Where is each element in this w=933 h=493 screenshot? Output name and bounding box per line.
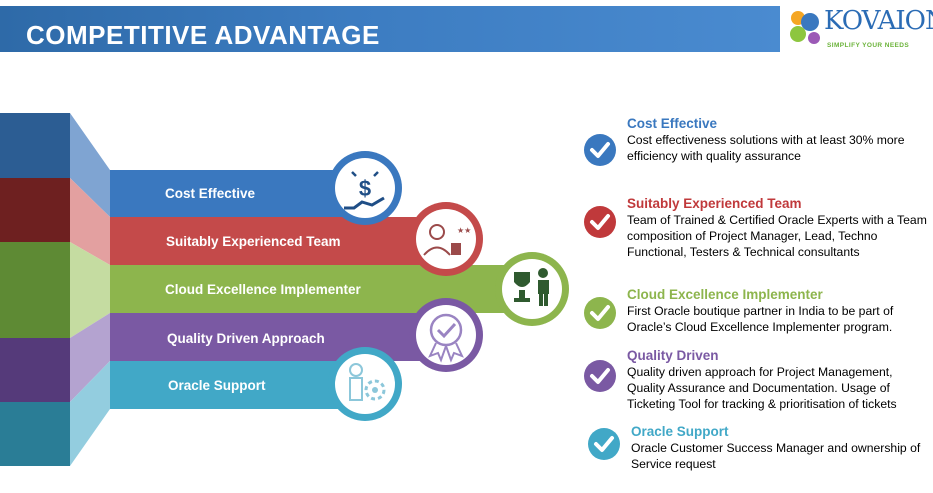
svg-text:★★: ★★ — [457, 226, 471, 235]
band-cost-effective — [110, 170, 372, 217]
stack-block-5 — [0, 402, 70, 466]
stack-block-4 — [0, 338, 70, 402]
trophy-person-icon — [495, 252, 569, 326]
item-title: Cost Effective — [627, 116, 718, 131]
logo-wordmark: KOVAION — [824, 6, 933, 36]
item-description: First Oracle boutique partner in India t… — [627, 304, 894, 334]
band-quality-driven — [110, 313, 447, 361]
quality-badge-icon — [409, 298, 483, 372]
band-label-cost-effective: Cost Effective — [165, 186, 256, 201]
header-bar: COMPETITIVE ADVANTAGE — [0, 6, 780, 52]
band-label-cloud-excellence: Cloud Excellence Implementer — [165, 282, 361, 297]
user-rating-icon: ★★ — [409, 202, 483, 276]
band-label-experienced-team: Suitably Experienced Team — [166, 234, 341, 249]
kovaion-logo: KOVAION SIMPLIFY YOUR NEEDS — [782, 2, 933, 54]
page-title: COMPETITIVE ADVANTAGE — [26, 20, 380, 50]
band-label-quality-driven: Quality Driven Approach — [167, 331, 325, 346]
funnel-wedge-2 — [70, 178, 110, 265]
hand-dollar-icon: $ — [328, 151, 402, 225]
funnel-wedge-3 — [70, 242, 110, 338]
item-description: Team of Trained & Certified Oracle Exper… — [627, 213, 927, 259]
item-title: Cloud Excellence Implementer — [627, 287, 823, 302]
check-circle-icon — [588, 428, 620, 460]
item-description: Quality driven approach for Project Mana… — [627, 365, 897, 411]
item-title: Quality Driven — [627, 348, 719, 363]
funnel-wedge-1 — [70, 113, 110, 217]
item-description: Cost effectiveness solutions with at lea… — [627, 133, 905, 163]
logo-circles-icon — [790, 11, 820, 44]
check-circle-icon — [584, 134, 616, 166]
check-circle-icon — [584, 206, 616, 238]
item-title: Suitably Experienced Team — [627, 196, 802, 211]
stack-block-2 — [0, 178, 70, 242]
funnel-wedge-4 — [70, 313, 110, 402]
support-gear-icon — [328, 347, 402, 421]
check-circle-icon — [584, 297, 616, 329]
stack-block-3 — [0, 242, 70, 338]
band-label-oracle-support: Oracle Support — [168, 378, 266, 393]
band-oracle-support — [110, 361, 370, 409]
band-experienced-team — [110, 217, 448, 265]
logo-tagline: SIMPLIFY YOUR NEEDS — [827, 42, 910, 49]
item-description: Oracle Customer Success Manager and owne… — [631, 441, 921, 471]
check-circle-icon — [584, 360, 616, 392]
funnel-wedge-5 — [70, 361, 110, 466]
header: COMPETITIVE ADVANTAGE KOVAION SIMPLIFY Y… — [0, 0, 933, 56]
svg-text:$: $ — [359, 176, 371, 201]
item-title: Oracle Support — [631, 424, 729, 439]
stack-block-1 — [0, 113, 70, 178]
